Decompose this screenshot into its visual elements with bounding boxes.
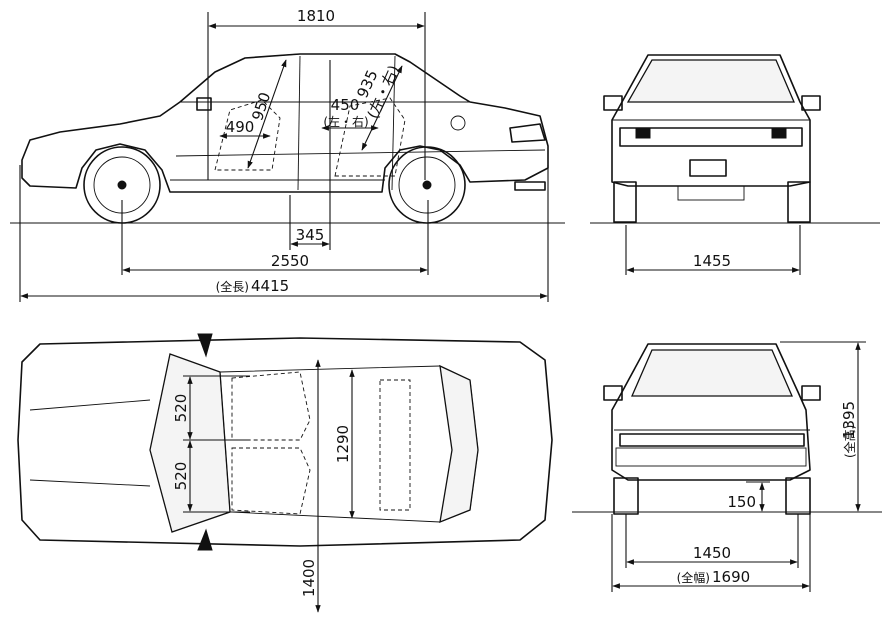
dim-1290-label: 1290 <box>334 425 352 463</box>
top-mirror-lower <box>197 528 213 551</box>
top-hood-line-lower <box>29 479 151 487</box>
front-windshield <box>631 349 793 397</box>
dim-1455-label: 1455 <box>693 252 731 270</box>
rear-tire-left <box>613 181 637 223</box>
rear-seat-outline <box>334 97 406 177</box>
rear-mirror-right <box>801 95 821 111</box>
dim-520u-label: 520 <box>172 394 190 423</box>
dim-1690-label: 1690 <box>712 568 750 586</box>
dim-935-line <box>361 65 403 151</box>
dim-1450-label: 1450 <box>693 544 731 562</box>
exhaust-pipe <box>514 181 546 191</box>
side-view: 1810 950 935 (左・右) 490 450 (左・右) 345 255… <box>10 7 565 302</box>
rear-light-right <box>771 128 787 139</box>
side-mirror <box>196 97 212 111</box>
rear-body-outline <box>611 54 811 187</box>
dim-2550-label: 2550 <box>271 252 309 270</box>
rear-tire-right <box>787 181 811 223</box>
rear-wheel <box>388 146 466 224</box>
rear-mirror-left <box>603 95 623 111</box>
top-view: 520 520 1290 1400 <box>17 333 553 613</box>
front-tire-left <box>613 477 639 515</box>
fuel-lid <box>450 115 466 131</box>
front-body-outline <box>611 343 811 481</box>
rear-window <box>626 59 795 103</box>
dim-450-label: 450 <box>331 96 360 114</box>
dim-1400-label: 1400 <box>300 559 318 597</box>
rear-muffler <box>677 185 745 201</box>
rear-license-plate <box>689 159 727 177</box>
dim-1395-prefix: (全高) <box>842 425 857 458</box>
front-grille <box>619 433 805 447</box>
side-body-crease <box>175 149 546 157</box>
front-view: (全高) 1395 150 1450 (全幅) 1690 <box>572 341 882 592</box>
dim-345-label: 345 <box>296 226 325 244</box>
top-rear-window <box>439 364 479 524</box>
top-front-seat-lower <box>231 447 311 515</box>
top-hood-line-upper <box>29 399 151 411</box>
b-pillar-line <box>297 55 301 191</box>
top-front-seat-upper <box>231 371 311 441</box>
dim-150-label: 150 <box>727 493 756 511</box>
dim-4415-label: 4415 <box>251 277 289 295</box>
dim-490-label: 490 <box>226 118 255 136</box>
side-window-frame <box>178 53 472 103</box>
front-tire-right <box>785 477 811 515</box>
dim-4415-prefix: (全長) <box>216 279 249 294</box>
rear-light-left <box>635 128 651 139</box>
taillight-side <box>509 123 546 143</box>
side-body-outline <box>21 53 549 193</box>
dim-450-paren: (左・右) <box>323 114 368 129</box>
rear-view: 1455 <box>590 54 880 275</box>
dim-1690-prefix: (全幅) <box>677 570 710 585</box>
front-mirror-left <box>603 385 623 401</box>
rear-light-bar <box>619 127 803 147</box>
dim-950-line <box>247 59 287 169</box>
top-rear-bench <box>379 379 411 511</box>
front-bumper <box>615 447 807 467</box>
dim-1395-label: 1395 <box>840 401 858 439</box>
top-mirror-upper <box>197 333 213 358</box>
front-mirror-right <box>801 385 821 401</box>
top-body-outline <box>17 337 553 547</box>
dim-520l-label: 520 <box>172 462 190 491</box>
dim-1810-label: 1810 <box>297 7 335 25</box>
